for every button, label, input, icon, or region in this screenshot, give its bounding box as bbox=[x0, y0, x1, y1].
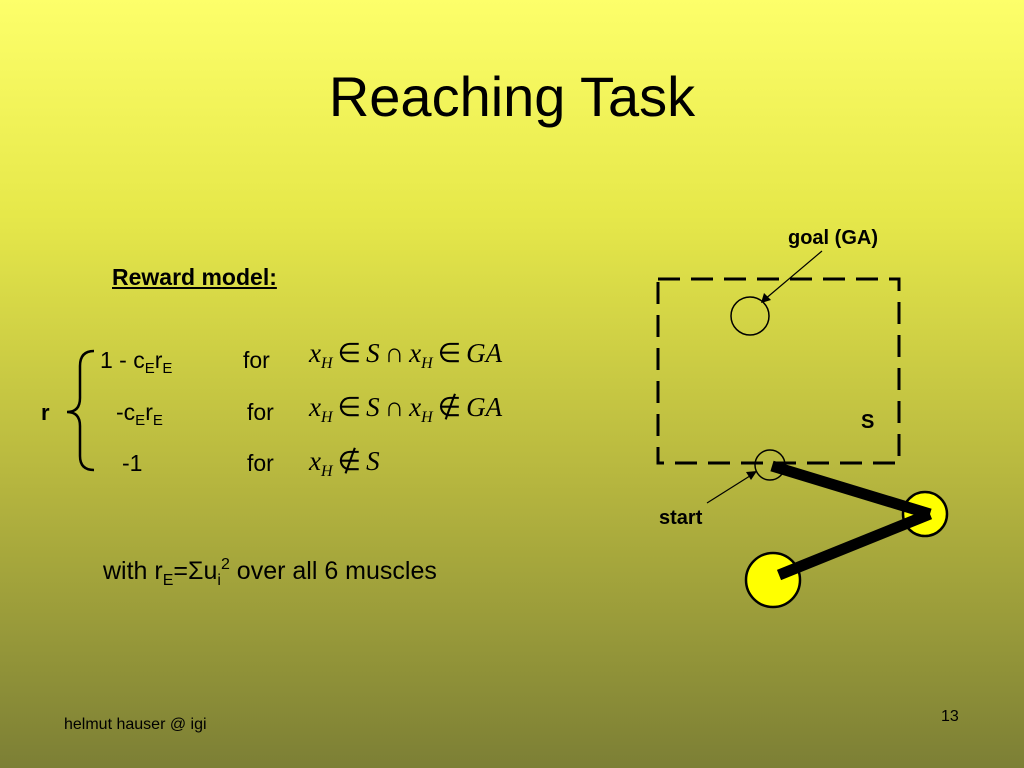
upper-arm bbox=[776, 508, 933, 581]
reward-symbol: r bbox=[41, 400, 50, 425]
goal-label: goal (GA) bbox=[788, 227, 878, 249]
goal-circle bbox=[730, 296, 770, 336]
case-2-condition: xH∈S∩xH∉GA bbox=[309, 392, 503, 426]
case-3-condition: xH∉S bbox=[309, 446, 380, 480]
case-1-condition: xH∈S∩xH∈GA bbox=[309, 338, 503, 372]
reward-model-heading: Reward model: bbox=[112, 264, 277, 290]
footer-author: helmut hauser @ igi bbox=[64, 716, 207, 733]
slide-title: Reaching Task bbox=[328, 65, 696, 128]
curly-brace bbox=[66, 349, 95, 472]
start-label: start bbox=[659, 507, 703, 529]
workspace-box bbox=[656, 277, 901, 465]
goal-arrow bbox=[763, 250, 823, 301]
case-3-value: -1 bbox=[122, 450, 143, 476]
energy-definition: with rE=Σui2 over all 6 muscles bbox=[103, 556, 437, 589]
workspace-label: S bbox=[861, 411, 875, 433]
start-arrowhead bbox=[746, 471, 757, 480]
case-2-for: for bbox=[247, 399, 274, 425]
start-arrow bbox=[706, 473, 754, 504]
case-3-for: for bbox=[247, 450, 274, 476]
page-number: 13 bbox=[941, 708, 959, 725]
forearm bbox=[770, 460, 932, 520]
case-2-value: -cErE bbox=[116, 399, 163, 429]
case-1-value: 1 - cErE bbox=[100, 347, 173, 377]
shoulder-joint bbox=[744, 551, 802, 609]
case-1-for: for bbox=[243, 347, 270, 373]
goal-arrowhead bbox=[761, 293, 771, 303]
